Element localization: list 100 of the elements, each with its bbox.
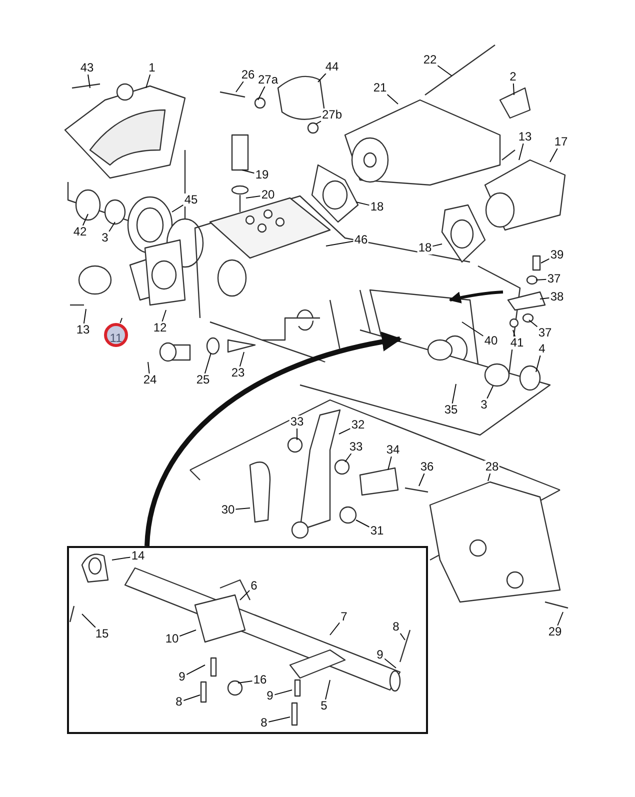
leader-line xyxy=(239,352,244,367)
leader-line xyxy=(384,658,396,668)
callout-number: 17 xyxy=(553,136,569,148)
callout-number: 4 xyxy=(538,342,546,356)
callout-number: 33 xyxy=(289,416,305,428)
leader-line xyxy=(274,690,292,696)
callout-number: 8 xyxy=(260,716,268,730)
leader-line xyxy=(112,556,131,560)
callout-number: 37 xyxy=(537,326,553,340)
callout-number: 16 xyxy=(252,674,268,686)
callout-number: 3 xyxy=(480,398,488,412)
leader-line xyxy=(386,94,398,104)
callout-number: 24 xyxy=(142,374,158,386)
leader-line xyxy=(316,120,322,124)
leader-line xyxy=(242,170,255,174)
leader-line xyxy=(318,73,326,82)
callout-number: 35 xyxy=(443,404,459,416)
leader-line xyxy=(462,322,484,336)
leader-line xyxy=(108,222,116,232)
leader-line xyxy=(120,318,122,324)
highlighted-callout-number: 11 xyxy=(104,323,128,347)
leader-line xyxy=(258,86,266,100)
callout-number: 9 xyxy=(178,670,186,684)
callout-number: 19 xyxy=(254,168,270,182)
inset-frame xyxy=(67,546,428,734)
leader-line xyxy=(338,428,351,434)
callout-number: 28 xyxy=(484,460,500,474)
callout-number: 14 xyxy=(130,550,146,562)
leader-line xyxy=(236,81,244,92)
leader-line xyxy=(83,308,86,324)
leader-line xyxy=(235,508,250,510)
leader-line xyxy=(528,320,538,328)
callout-number: 29 xyxy=(547,626,563,638)
callout-number: 25 xyxy=(195,374,211,386)
leader-line xyxy=(432,244,442,247)
callout-number: 13 xyxy=(75,324,91,336)
callout-number: 12 xyxy=(152,322,168,334)
callout-number: 1 xyxy=(148,62,156,74)
leader-line xyxy=(268,716,290,722)
leader-line xyxy=(536,355,541,372)
curved-arrow xyxy=(144,332,402,546)
leader-line xyxy=(238,680,253,684)
leader-line xyxy=(246,196,261,198)
leader-line xyxy=(437,65,452,76)
callout-number: 37 xyxy=(546,272,562,286)
leader-line xyxy=(418,473,425,486)
leader-line xyxy=(330,622,340,636)
leader-line xyxy=(512,83,514,96)
callout-number: 44 xyxy=(324,60,340,74)
leader-line xyxy=(388,456,392,470)
callout-number: 22 xyxy=(422,54,438,66)
callout-number: 8 xyxy=(392,620,400,634)
callout-number: 18 xyxy=(417,242,433,254)
leader-line xyxy=(518,143,524,160)
callout-number: 36 xyxy=(419,460,435,474)
callout-number: 6 xyxy=(250,580,258,592)
callout-number: 43 xyxy=(79,62,95,74)
leader-line xyxy=(356,202,370,206)
callout-number: 42 xyxy=(72,226,88,238)
leader-line xyxy=(296,428,298,440)
callout-number: 23 xyxy=(230,366,246,380)
leader-line xyxy=(172,204,184,212)
leader-line xyxy=(148,362,150,374)
callout-number: 5 xyxy=(320,700,328,712)
callout-number: 31 xyxy=(369,524,385,538)
leader-line xyxy=(344,453,352,462)
leader-line xyxy=(182,694,200,702)
leader-line xyxy=(400,632,406,640)
leader-line xyxy=(356,520,370,528)
callout-number: 27b xyxy=(320,108,344,122)
callout-number: 39 xyxy=(549,248,565,262)
leader-line xyxy=(82,614,96,628)
leader-line xyxy=(540,258,550,264)
callout-number: 46 xyxy=(353,234,369,246)
callout-number: 8 xyxy=(174,696,184,708)
callout-number: 45 xyxy=(183,194,199,206)
leader-line xyxy=(186,664,206,676)
leader-line xyxy=(82,214,88,226)
leader-line xyxy=(557,612,564,626)
leader-line xyxy=(204,352,212,374)
leader-line xyxy=(486,386,494,399)
leader-line xyxy=(325,680,330,700)
callout-number: 2 xyxy=(508,70,518,84)
leader-line xyxy=(512,330,516,337)
callout-number: 20 xyxy=(260,188,276,202)
callout-number: 32 xyxy=(350,418,366,432)
leader-line xyxy=(550,148,558,162)
leader-line xyxy=(326,240,354,246)
callout-number: 13 xyxy=(517,130,533,144)
callout-number: 15 xyxy=(94,628,110,640)
callout-number: 33 xyxy=(348,440,364,454)
leader-line xyxy=(88,74,90,88)
leader-line xyxy=(162,310,166,322)
leader-line xyxy=(536,278,547,280)
callout-number: 3 xyxy=(100,232,110,244)
leader-line xyxy=(488,473,491,482)
callout-number: 38 xyxy=(549,290,565,304)
callout-number: 41 xyxy=(509,336,525,350)
callout-number: 34 xyxy=(385,444,401,456)
callout-number: 26 xyxy=(240,68,256,82)
